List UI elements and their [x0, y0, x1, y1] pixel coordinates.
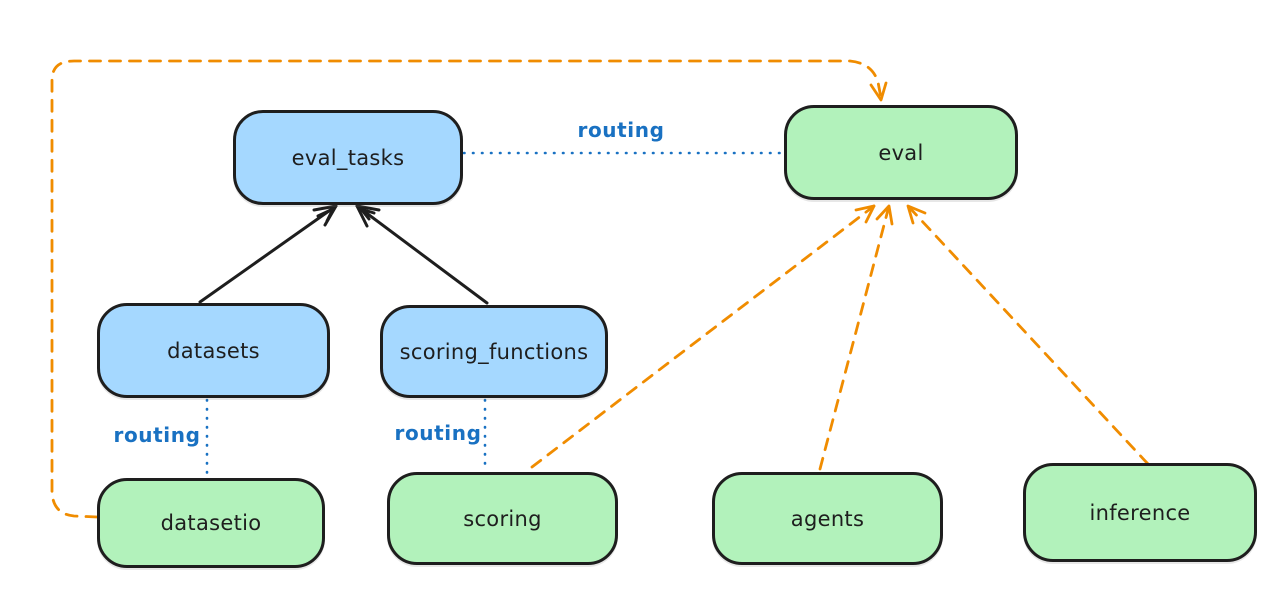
node-eval[interactable]: eval	[784, 105, 1018, 200]
node-scoring-label: scoring	[463, 506, 542, 531]
edge-inference-to-eval-dashed	[906, 204, 1150, 466]
node-datasets[interactable]: datasets	[97, 303, 330, 398]
node-eval-tasks-label: eval_tasks	[291, 145, 405, 170]
edge-scoring-to-eval-dashed	[530, 204, 876, 469]
edge-agents-to-eval-dashed	[818, 204, 894, 471]
node-scoring-functions[interactable]: scoring_functions	[380, 305, 608, 398]
node-agents-label: agents	[790, 506, 865, 531]
node-datasetio[interactable]: datasetio	[97, 478, 325, 568]
node-eval-label: eval	[878, 140, 924, 165]
node-datasetio-label: datasetio	[160, 511, 262, 535]
node-eval-tasks[interactable]: eval_tasks	[233, 110, 463, 205]
edge-label-routing-scoring-functions-scoring: routing	[394, 421, 482, 445]
node-scoring-functions-label: scoring_functions	[399, 339, 589, 364]
node-inference-label: inference	[1089, 500, 1191, 525]
node-scoring[interactable]: scoring	[387, 472, 618, 565]
edge-scoring-functions-to-eval-tasks-arrow	[355, 204, 489, 305]
edge-label-routing-eval-tasks-eval: routing	[577, 118, 665, 142]
edge-label-routing-datasets-datasetio: routing	[113, 423, 201, 447]
node-inference[interactable]: inference	[1023, 463, 1257, 562]
edge-datasetio-to-eval-dashed	[50, 59, 888, 519]
edge-datasets-to-eval-tasks-arrow	[198, 204, 338, 304]
node-agents[interactable]: agents	[712, 472, 943, 565]
node-datasets-label: datasets	[167, 338, 260, 363]
